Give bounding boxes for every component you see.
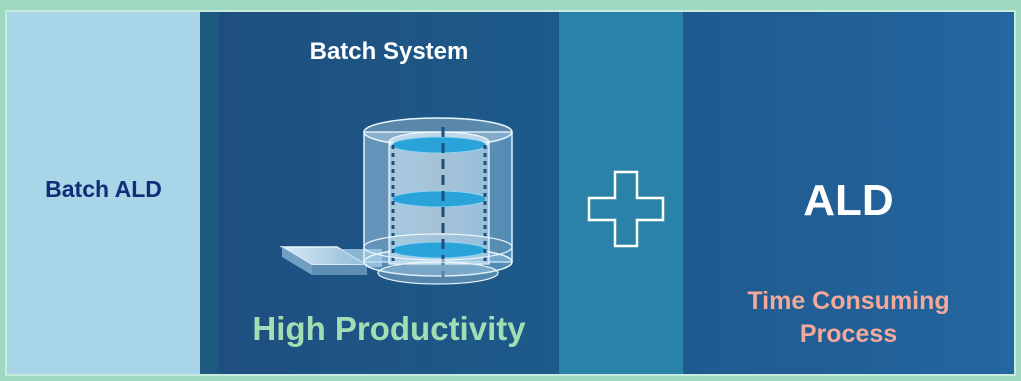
batch-reactor-icon	[279, 117, 513, 285]
wafer-bottom	[391, 241, 487, 259]
ald-title: ALD	[803, 176, 894, 225]
load-plate-front	[312, 265, 367, 275]
diagram-canvas: Batch ALD Batch System High Productivity…	[5, 10, 1016, 376]
load-plate-side	[282, 247, 312, 275]
drawback-line-2: Process	[799, 320, 898, 348]
ald-panel	[683, 12, 1014, 374]
divider-stripe	[200, 12, 219, 374]
wafer-top	[391, 136, 487, 154]
batch-system-title: Batch System	[309, 38, 469, 65]
batch-ald-label: Batch ALD	[45, 176, 162, 202]
wafer-middle	[391, 190, 487, 208]
drawback-line-1: Time Consuming	[747, 287, 950, 315]
batch-ald-panel	[7, 12, 200, 374]
high-productivity-label: High Productivity	[252, 310, 526, 347]
plus-panel	[559, 12, 683, 374]
plus-icon	[587, 170, 665, 248]
